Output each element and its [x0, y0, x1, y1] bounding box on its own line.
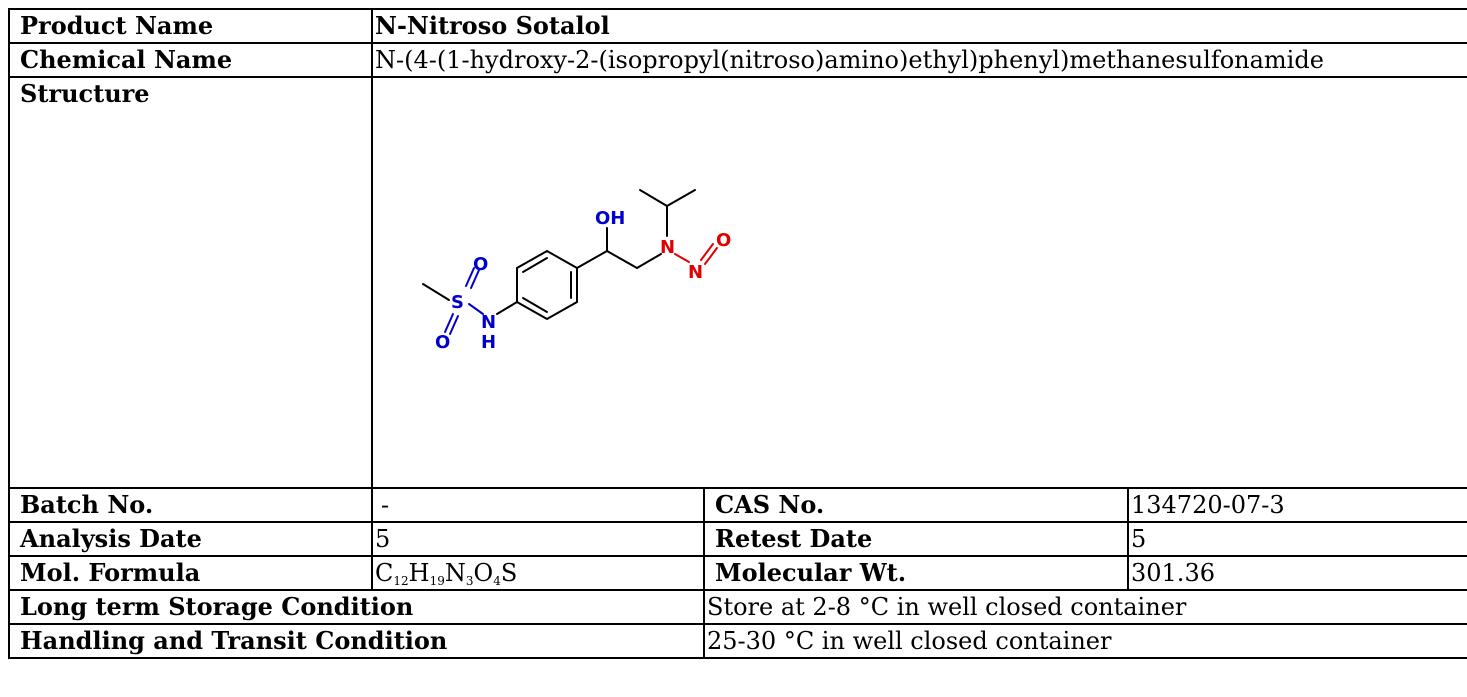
benzene-ring	[516, 249, 578, 321]
bond-s-o-bottom	[444, 313, 459, 335]
analysis-date-value: 5	[371, 521, 705, 557]
row-storage: Long term Storage Condition Store at 2-8…	[8, 589, 1467, 625]
retest-date-label: Retest Date	[703, 521, 1129, 557]
chemical-name-label: Chemical Name	[8, 42, 373, 78]
batch-label: Batch No.	[8, 487, 373, 523]
bond-n-n	[674, 253, 690, 263]
storage-value: Store at 2-8 °C in well closed container	[702, 589, 1467, 625]
row-chemical-name: Chemical Name N-(4-(1-hydroxy-2-(isoprop…	[8, 42, 1467, 78]
benzene-inner-bonds	[522, 257, 572, 313]
mol-formula-label: Mol. Formula	[8, 555, 373, 591]
product-name-value: N-Nitroso Sotalol	[370, 8, 1467, 44]
mol-formula-value: C12H19N3O4S	[371, 555, 705, 591]
atom-nh-h: H	[481, 332, 496, 353]
retest-date-value: 5	[1126, 521, 1467, 557]
row-dates: Analysis Date 5 Retest Date 5	[8, 521, 1467, 557]
coa-table: Product Name N-Nitroso Sotalol Chemical …	[8, 8, 1467, 659]
row-formula-weight: Mol. Formula C12H19N3O4S Molecular Wt. 3…	[8, 555, 1467, 591]
bond-ch2-n	[636, 253, 662, 269]
handling-label: Handling and Transit Condition	[8, 623, 705, 659]
bond-methyl-s	[422, 283, 450, 301]
analysis-date-label: Analysis Date	[8, 521, 373, 557]
batch-value: -	[371, 487, 705, 523]
atom-n-nitroso: N	[688, 262, 703, 283]
bond-s-n	[468, 303, 484, 315]
product-name-label: Product Name	[8, 8, 373, 44]
bond-ch-ch2	[606, 250, 638, 269]
atom-o-top: O	[473, 254, 488, 275]
chemical-structure-diagram: OH N N O S O O N H	[422, 189, 731, 353]
atom-o-nitroso: O	[716, 230, 731, 251]
row-batch-cas: Batch No. - CAS No. 134720-07-3	[8, 487, 1467, 523]
row-handling: Handling and Transit Condition 25-30 °C …	[8, 623, 1467, 659]
bond-isopropyl-me1	[639, 189, 668, 207]
atom-nh-n: N	[481, 312, 496, 333]
bond-ring-ch	[576, 250, 608, 269]
bond-s-o-top	[465, 267, 480, 289]
structure-label: Structure	[8, 76, 373, 489]
chemical-name-value: N-(4-(1-hydroxy-2-(isopropyl(nitroso)ami…	[370, 42, 1467, 78]
structure-cell: OH N N O S O O N H	[370, 76, 1467, 489]
atom-s: S	[451, 292, 464, 313]
row-product-name: Product Name N-Nitroso Sotalol	[8, 8, 1467, 44]
mol-weight-label: Molecular Wt.	[703, 555, 1129, 591]
bond-isopropyl-me2	[666, 189, 696, 207]
cas-value: 134720-07-3	[1126, 487, 1467, 523]
storage-label: Long term Storage Condition	[8, 589, 705, 625]
bond-n-ring	[496, 301, 518, 315]
atom-n-amine: N	[660, 237, 675, 258]
mol-weight-value: 301.36	[1126, 555, 1467, 591]
bond-n-o	[700, 243, 718, 265]
row-structure: Structure	[8, 76, 1467, 489]
atom-oh: OH	[595, 208, 625, 229]
handling-value: 25-30 °C in well closed container	[702, 623, 1467, 659]
atom-o-bottom: O	[435, 332, 450, 353]
cas-label: CAS No.	[703, 487, 1129, 523]
